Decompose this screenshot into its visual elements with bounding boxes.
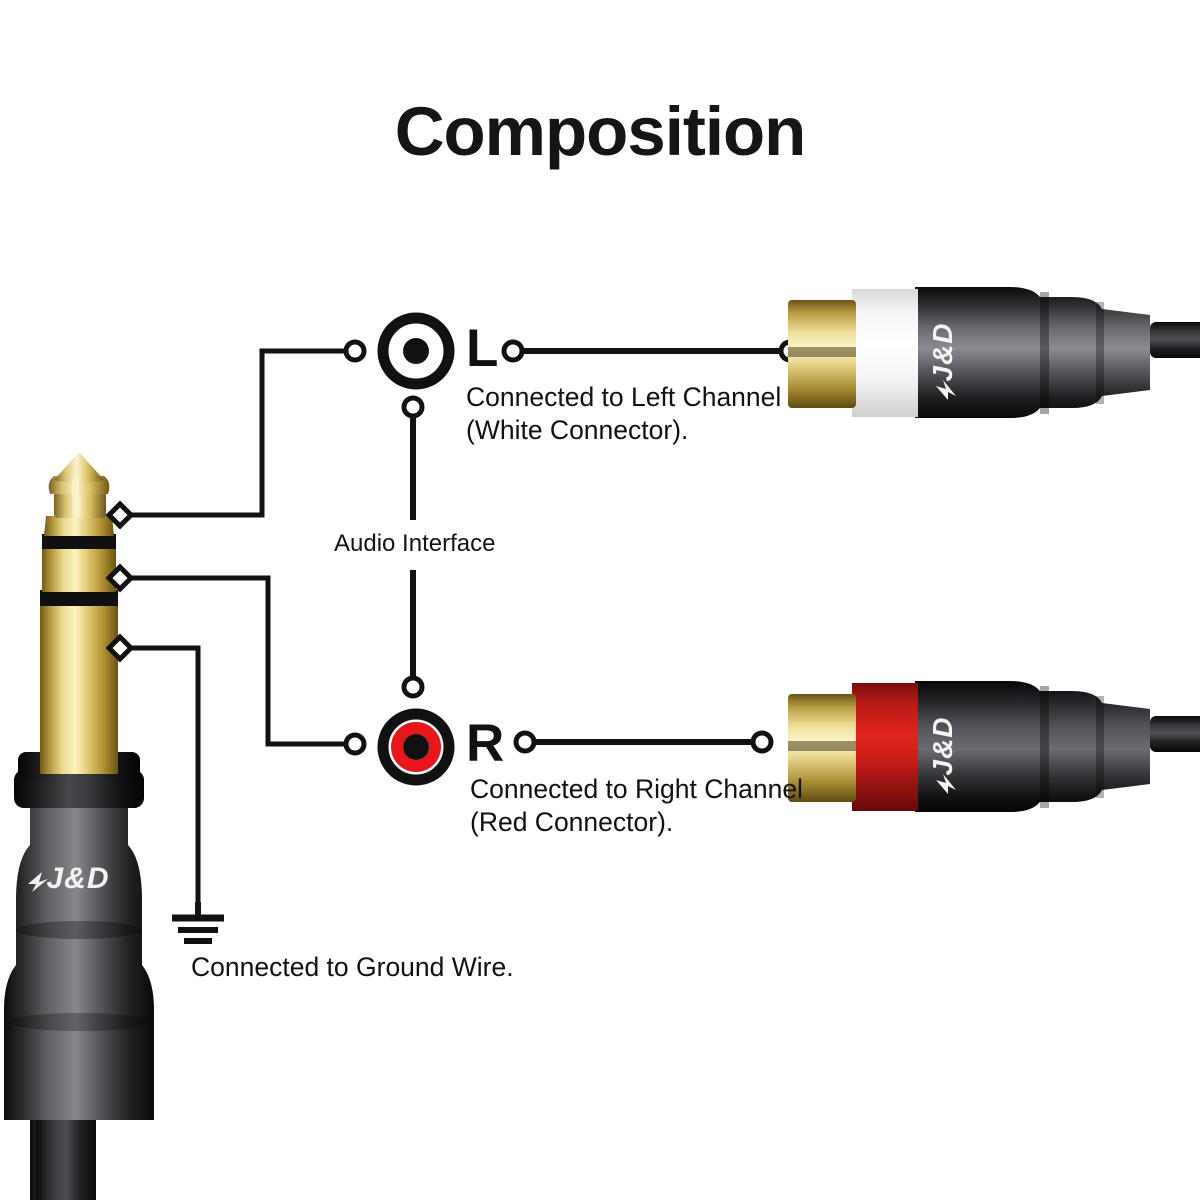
svg-text:J&D: J&D (927, 716, 958, 775)
sleeve-marker (105, 633, 135, 663)
left-line-endpoint (343, 339, 367, 363)
ring-callout-line (124, 575, 355, 747)
rca-connector-red: J&D (788, 681, 1200, 812)
trs-male-plug: J&D (4, 452, 154, 1200)
rca-connector-white: J&D (788, 287, 1200, 418)
left-jack-outer-ring (377, 312, 455, 390)
tip-callout-line (124, 348, 355, 518)
left-channel-link (501, 339, 802, 363)
right-channel-link (513, 730, 774, 754)
rca-white-brand-logo: J&D (927, 322, 958, 400)
svg-text:J&D: J&D (927, 322, 958, 381)
callout-lines (124, 348, 355, 905)
rca-red-brand-logo: J&D (927, 716, 958, 794)
right-link-end-dot (750, 730, 774, 754)
right-jack-center-pin (403, 734, 429, 760)
audio-interface-label: Audio Interface (334, 530, 496, 557)
interface-top-dot (401, 395, 425, 419)
right-jack-red-ring (391, 722, 441, 772)
left-channel-description-line1: Connected to Left Channel (466, 382, 782, 412)
svg-text:J&D: J&D (46, 862, 109, 895)
right-channel-node (343, 708, 455, 786)
right-jack-outer-ring (377, 708, 455, 786)
right-channel-description-line2: (Red Connector). (470, 807, 674, 837)
page-title: Composition (394, 93, 807, 170)
sleeve-callout-line (124, 645, 201, 905)
red-identification-band (852, 683, 918, 811)
left-channel-description-line2: (White Connector). (466, 415, 689, 445)
right-channel-marker: R (466, 714, 504, 773)
audio-interface-link (401, 395, 425, 699)
earth-ground-icon (172, 902, 224, 944)
interface-bottom-dot (401, 675, 425, 699)
ring-marker (105, 563, 135, 593)
right-channel-description-line1: Connected to Right Channel (470, 774, 803, 804)
plug-brand-logo: J&D (28, 862, 109, 895)
white-identification-band (852, 289, 918, 417)
left-channel-node (343, 312, 455, 390)
contact-markers (105, 500, 135, 663)
left-link-start-dot (501, 339, 525, 363)
left-channel-marker: L (466, 319, 498, 378)
right-line-endpoint (343, 732, 367, 756)
left-jack-center-pin (403, 338, 429, 364)
tip-marker (105, 500, 135, 530)
right-link-start-dot (513, 730, 537, 754)
ground-wire-label: Connected to Ground Wire. (191, 952, 514, 982)
